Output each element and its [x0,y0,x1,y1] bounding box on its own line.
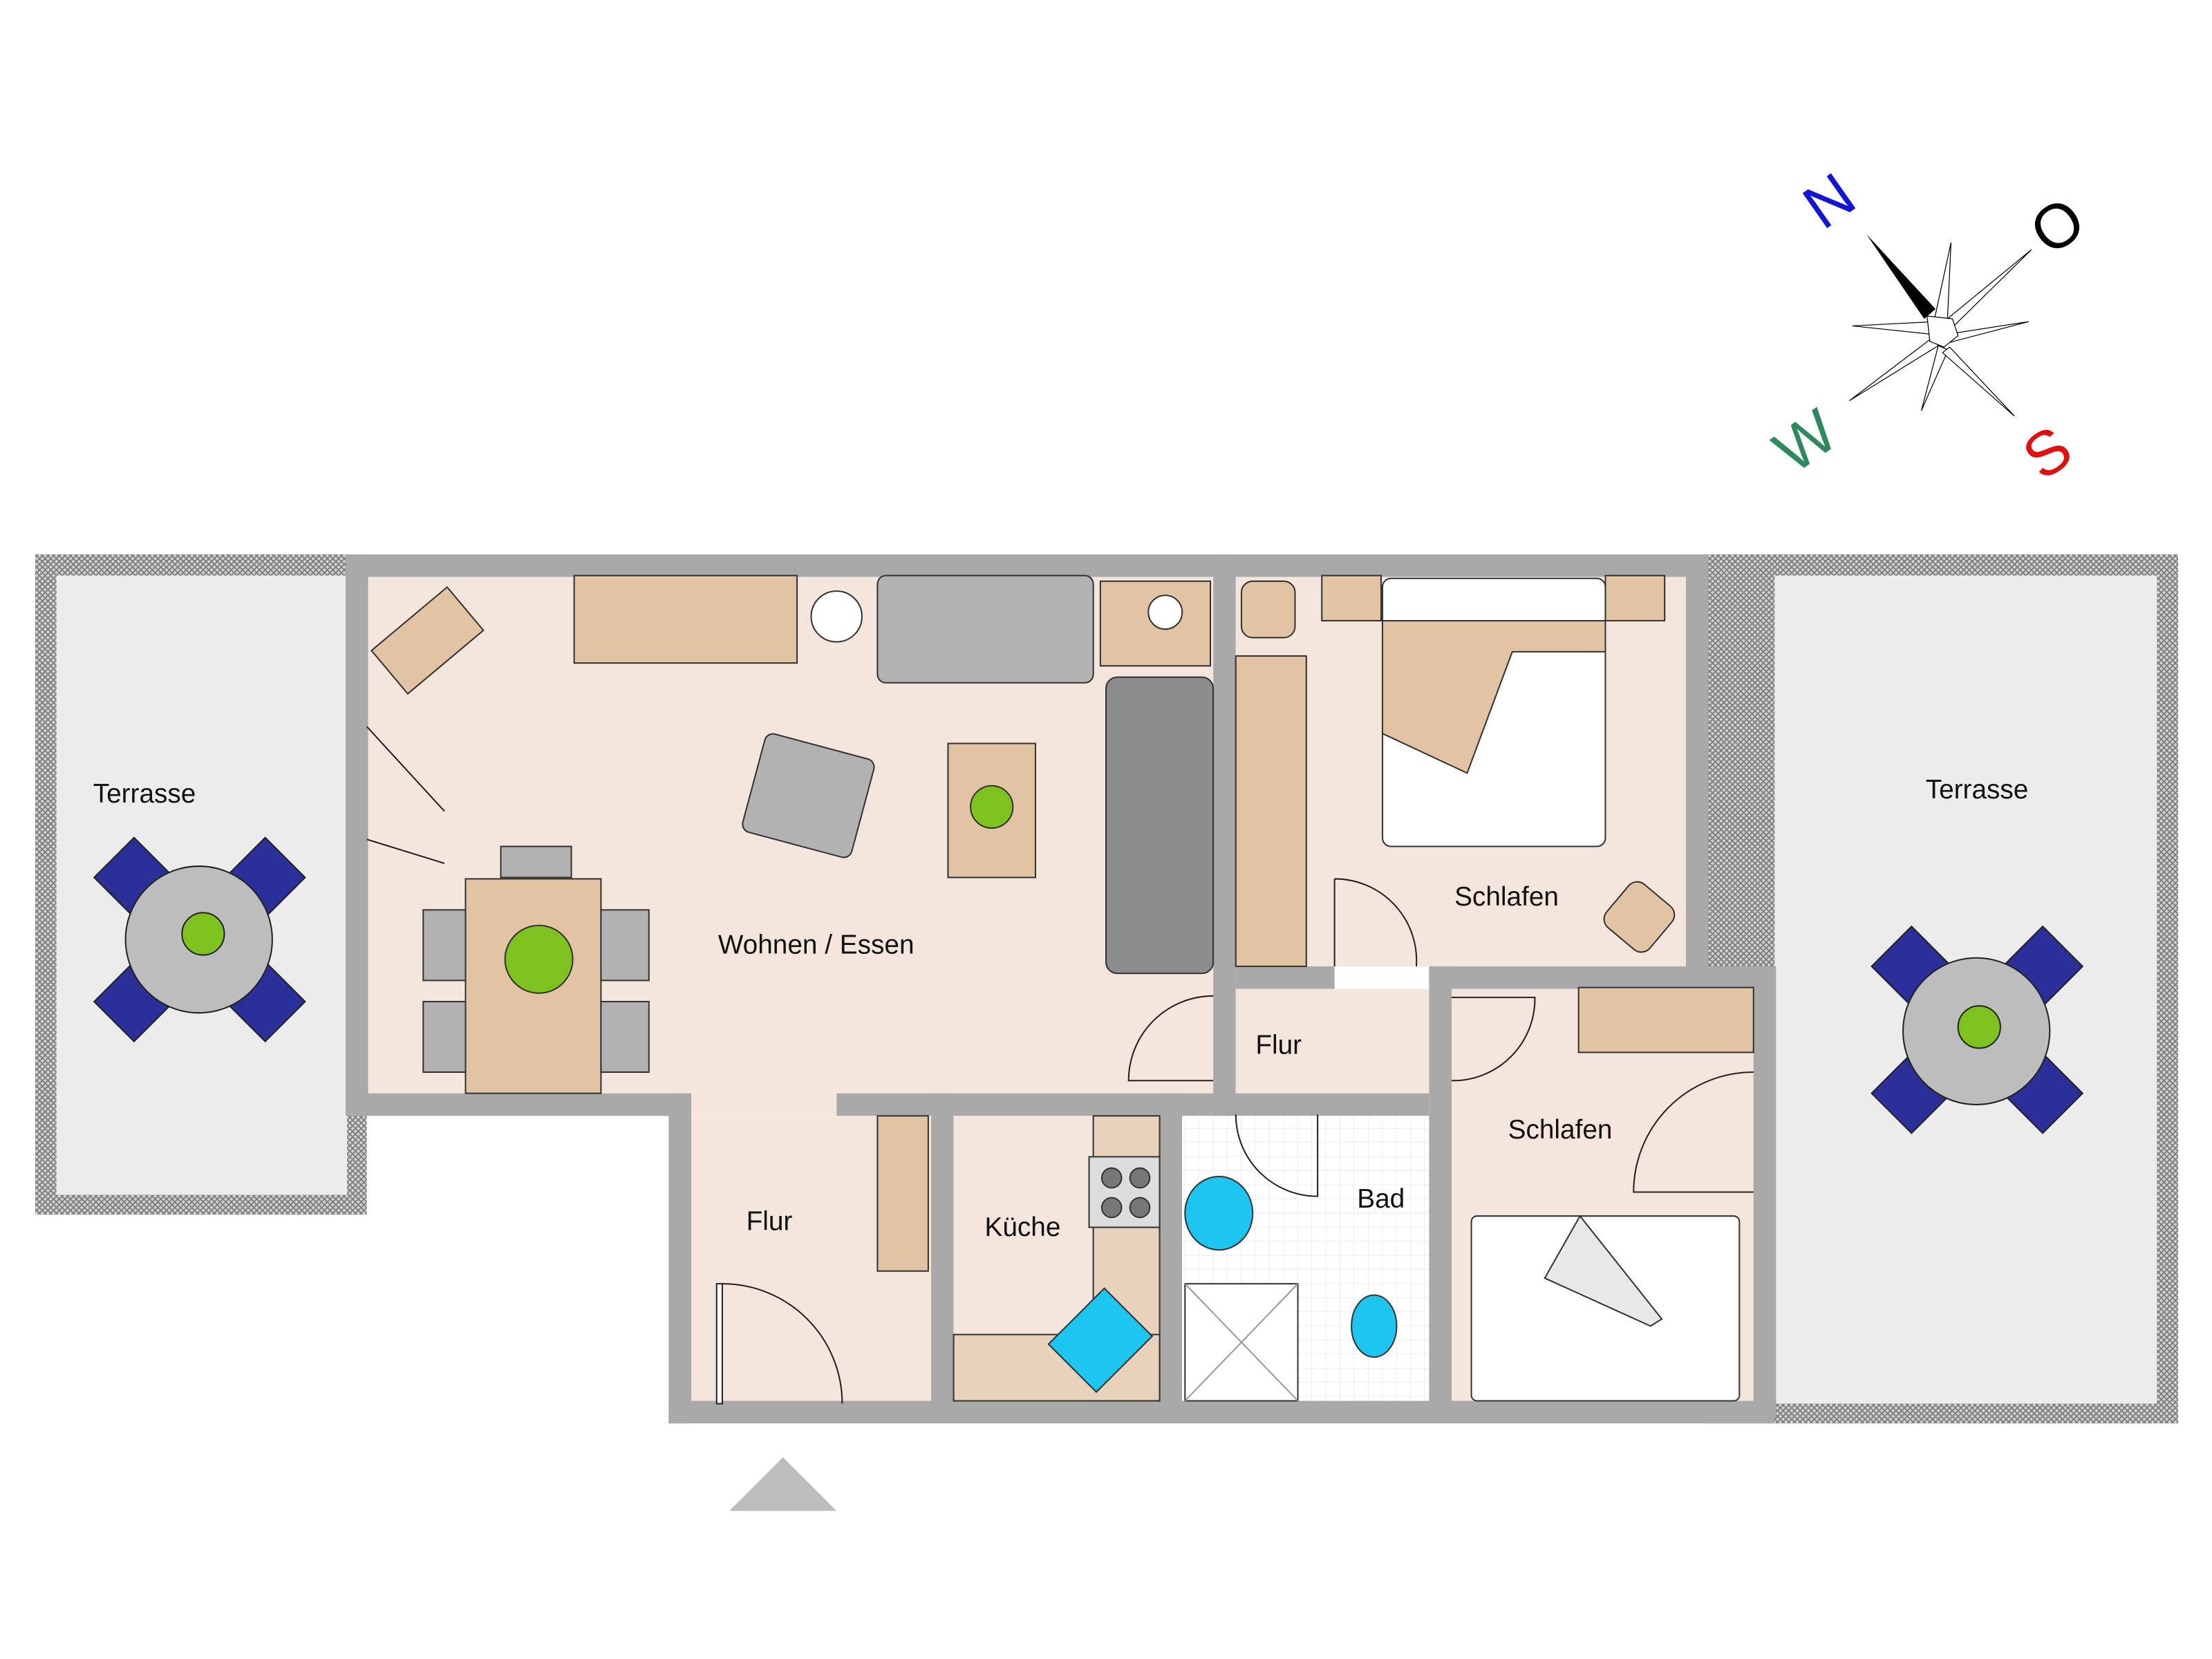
bedroom-1-furniture [1235,574,1676,967]
label-terrace-east: Terrasse [1926,775,2029,805]
nightstand [1604,574,1666,621]
label-bedroom-2: Schlafen [1508,1115,1613,1145]
north-needle [1866,234,1936,319]
label-hall-mid: Flur [1255,1030,1302,1060]
wardrobe [1577,986,1754,1053]
sideboard [573,574,798,664]
bench [370,585,485,695]
plant-icon [1957,1005,2001,1049]
label-living: Wohnen / Essen [718,930,915,960]
plant-icon [970,785,1014,829]
tv-sofa-grey [877,574,1094,684]
label-bedroom-1: Schlafen [1454,882,1559,912]
wardrobe [1235,655,1307,967]
room-hall-mid [1235,988,1430,1094]
label-terrace-west: Terrasse [93,779,196,809]
sink-icon [1047,1287,1154,1394]
compass-south: S [2011,413,2084,493]
bath-furniture [1184,1176,1398,1402]
compass-north: N [1791,160,1867,242]
label-kitchen: Küche [984,1212,1060,1242]
single-bed [1470,1215,1741,1402]
terrace-table-east [1871,925,2084,1134]
lamp-icon [810,590,863,643]
nightstand [1321,574,1382,621]
armchair [1603,881,1676,953]
toilet-icon [1351,1294,1398,1358]
lamp-icon [1147,594,1183,630]
label-hall-entry: Flur [747,1207,793,1237]
living-furniture [370,574,1215,1094]
walls [346,554,1777,1424]
bedroom-2-furniture [1470,986,1754,1402]
stove-icon [1088,1156,1161,1228]
doors [366,726,1754,1405]
label-bath: Bad [1357,1184,1405,1214]
plant-icon [181,912,225,956]
terrace-table-west [93,836,306,1043]
plant-icon [504,924,574,994]
compass-rose-icon: N O S W [1762,160,2097,493]
shoe-cabinet [877,1115,929,1272]
armchair [742,733,875,859]
chair [1240,580,1296,639]
kitchen-furniture [953,1115,1161,1402]
compass-west: W [1762,396,1850,487]
terrace-east [1704,554,2179,1424]
corner-sofa [1105,676,1215,975]
compass-east: O [2018,184,2097,268]
washbasin-icon [1184,1176,1254,1251]
entrance-arrow-icon [729,1457,837,1511]
